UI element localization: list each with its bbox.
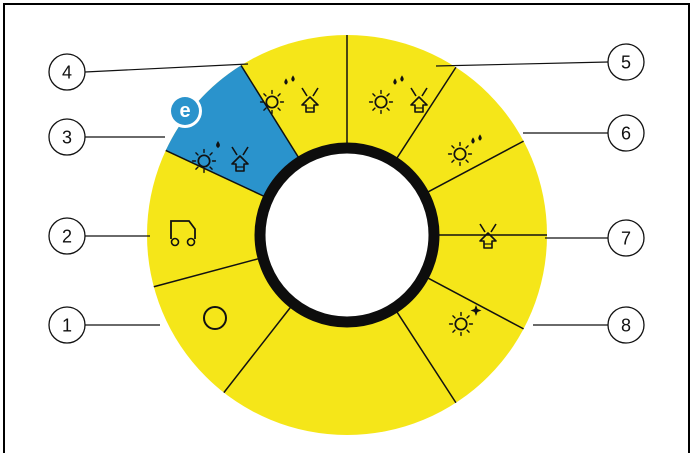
wheel-icon [186,237,196,247]
callout-circle [607,306,645,344]
segment-divider [396,66,457,159]
leader-line [435,61,609,67]
wheel-icon [170,237,180,247]
segment-divider [396,311,457,404]
callout-4: 4 [48,53,249,91]
selector-wheel: e [147,35,547,435]
callout-3: 3 [48,118,165,156]
transport-drive-icon [170,220,196,239]
callout-group: 1 2 3 4 5 6 7 8 [48,43,645,344]
segment-1-off-circle-icon[interactable] [203,306,227,330]
callout-number: 8 [621,316,631,336]
eco-badge [171,97,199,125]
off-circle-icon [203,306,227,330]
eco-badge-text: e [179,100,190,122]
center-hub [254,142,440,328]
leader-line [84,63,249,73]
callout-number: 2 [62,227,72,247]
callout-circle [607,114,645,152]
callout-circle [48,217,86,255]
segment-divider [427,277,524,330]
callout-number: 5 [621,53,631,73]
callout-circle [48,306,86,344]
sparkle-icon [470,305,482,316]
callout-number: 3 [62,128,72,148]
callout-number: 1 [62,316,72,336]
segment-divider [223,307,291,394]
callout-5: 5 [435,43,645,81]
segment-divider [153,258,259,288]
segment-2-transport-drive-icon[interactable] [170,220,196,247]
segment-divider [240,64,299,158]
segment-divider [165,149,264,197]
callout-6: 6 [523,114,645,152]
segment-8-brush-sparkle-icon[interactable] [448,305,482,337]
callout-circle [607,43,645,81]
callout-2: 2 [48,217,150,255]
callout-7: 7 [545,219,645,257]
figure-border [3,3,690,453]
callout-circle [48,53,86,91]
callout-8: 8 [533,306,645,344]
callout-number: 4 [62,63,72,83]
callout-circle [48,118,86,156]
callout-number: 6 [621,124,631,144]
callout-1: 1 [48,306,160,344]
callout-circle [607,219,645,257]
segment-divider [427,140,524,193]
callout-number: 7 [621,229,631,249]
